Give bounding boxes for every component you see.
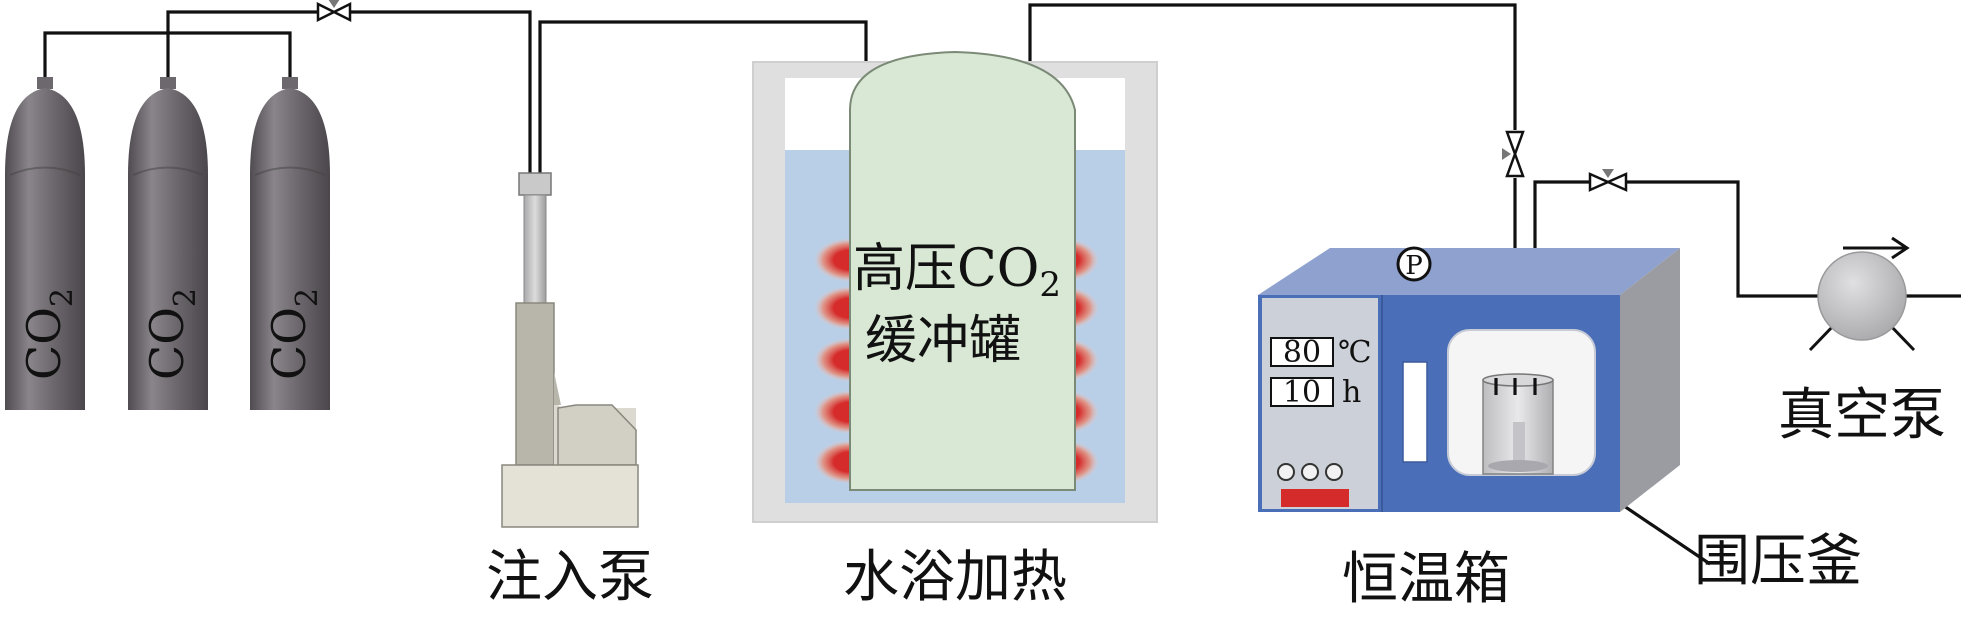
temperature-value: 80 — [1283, 335, 1321, 370]
vessel-label: 围压釜 — [1694, 529, 1862, 594]
vacuum-pump-label: 真空泵 — [1778, 383, 1946, 448]
control-knob[interactable] — [1325, 463, 1343, 481]
pressure-gauge-icon[interactable]: P — [1396, 246, 1432, 282]
control-knob[interactable] — [1277, 463, 1295, 481]
buffer-tank-label-line2: 缓冲罐 — [865, 311, 1021, 371]
oven-control-panel: 80 ℃ 10 h — [1270, 335, 1372, 507]
cylinder-label: CO2 — [17, 288, 80, 380]
valve-icon[interactable] — [1588, 169, 1628, 192]
temperature-display[interactable] — [1270, 337, 1334, 367]
buffer-tank — [849, 50, 1076, 491]
vacuum-pump — [1808, 251, 1916, 352]
power-switch[interactable] — [1281, 489, 1349, 507]
injection-pump — [501, 172, 639, 528]
time-value: 10 — [1283, 375, 1321, 410]
control-knob[interactable] — [1301, 463, 1319, 481]
time-unit: h — [1342, 375, 1361, 410]
oven-label: 恒温箱 — [1342, 547, 1510, 612]
temperature-unit: ℃ — [1338, 335, 1372, 370]
vessel-inlet-lines — [1494, 378, 1537, 395]
water-bath-label: 水浴加热 — [843, 545, 1067, 610]
buffer-tank-label-line1: 高压CO2 — [853, 239, 1061, 305]
flow-arrow-icon — [1843, 236, 1910, 260]
pressure-gauge-label: P — [1405, 251, 1423, 281]
gas-cylinder: CO2 — [128, 77, 208, 410]
gas-cylinder: CO2 — [5, 77, 85, 410]
cylinder-label: CO2 — [262, 288, 325, 380]
valve-icon[interactable] — [316, 0, 352, 23]
cylinder-label: CO2 — [140, 288, 203, 380]
gas-cylinder: CO2 — [250, 77, 330, 410]
time-display[interactable] — [1270, 377, 1334, 407]
pressure-vessel — [1482, 373, 1554, 475]
injection-pump-label: 注入泵 — [486, 545, 654, 610]
valve-icon[interactable] — [1502, 130, 1525, 178]
